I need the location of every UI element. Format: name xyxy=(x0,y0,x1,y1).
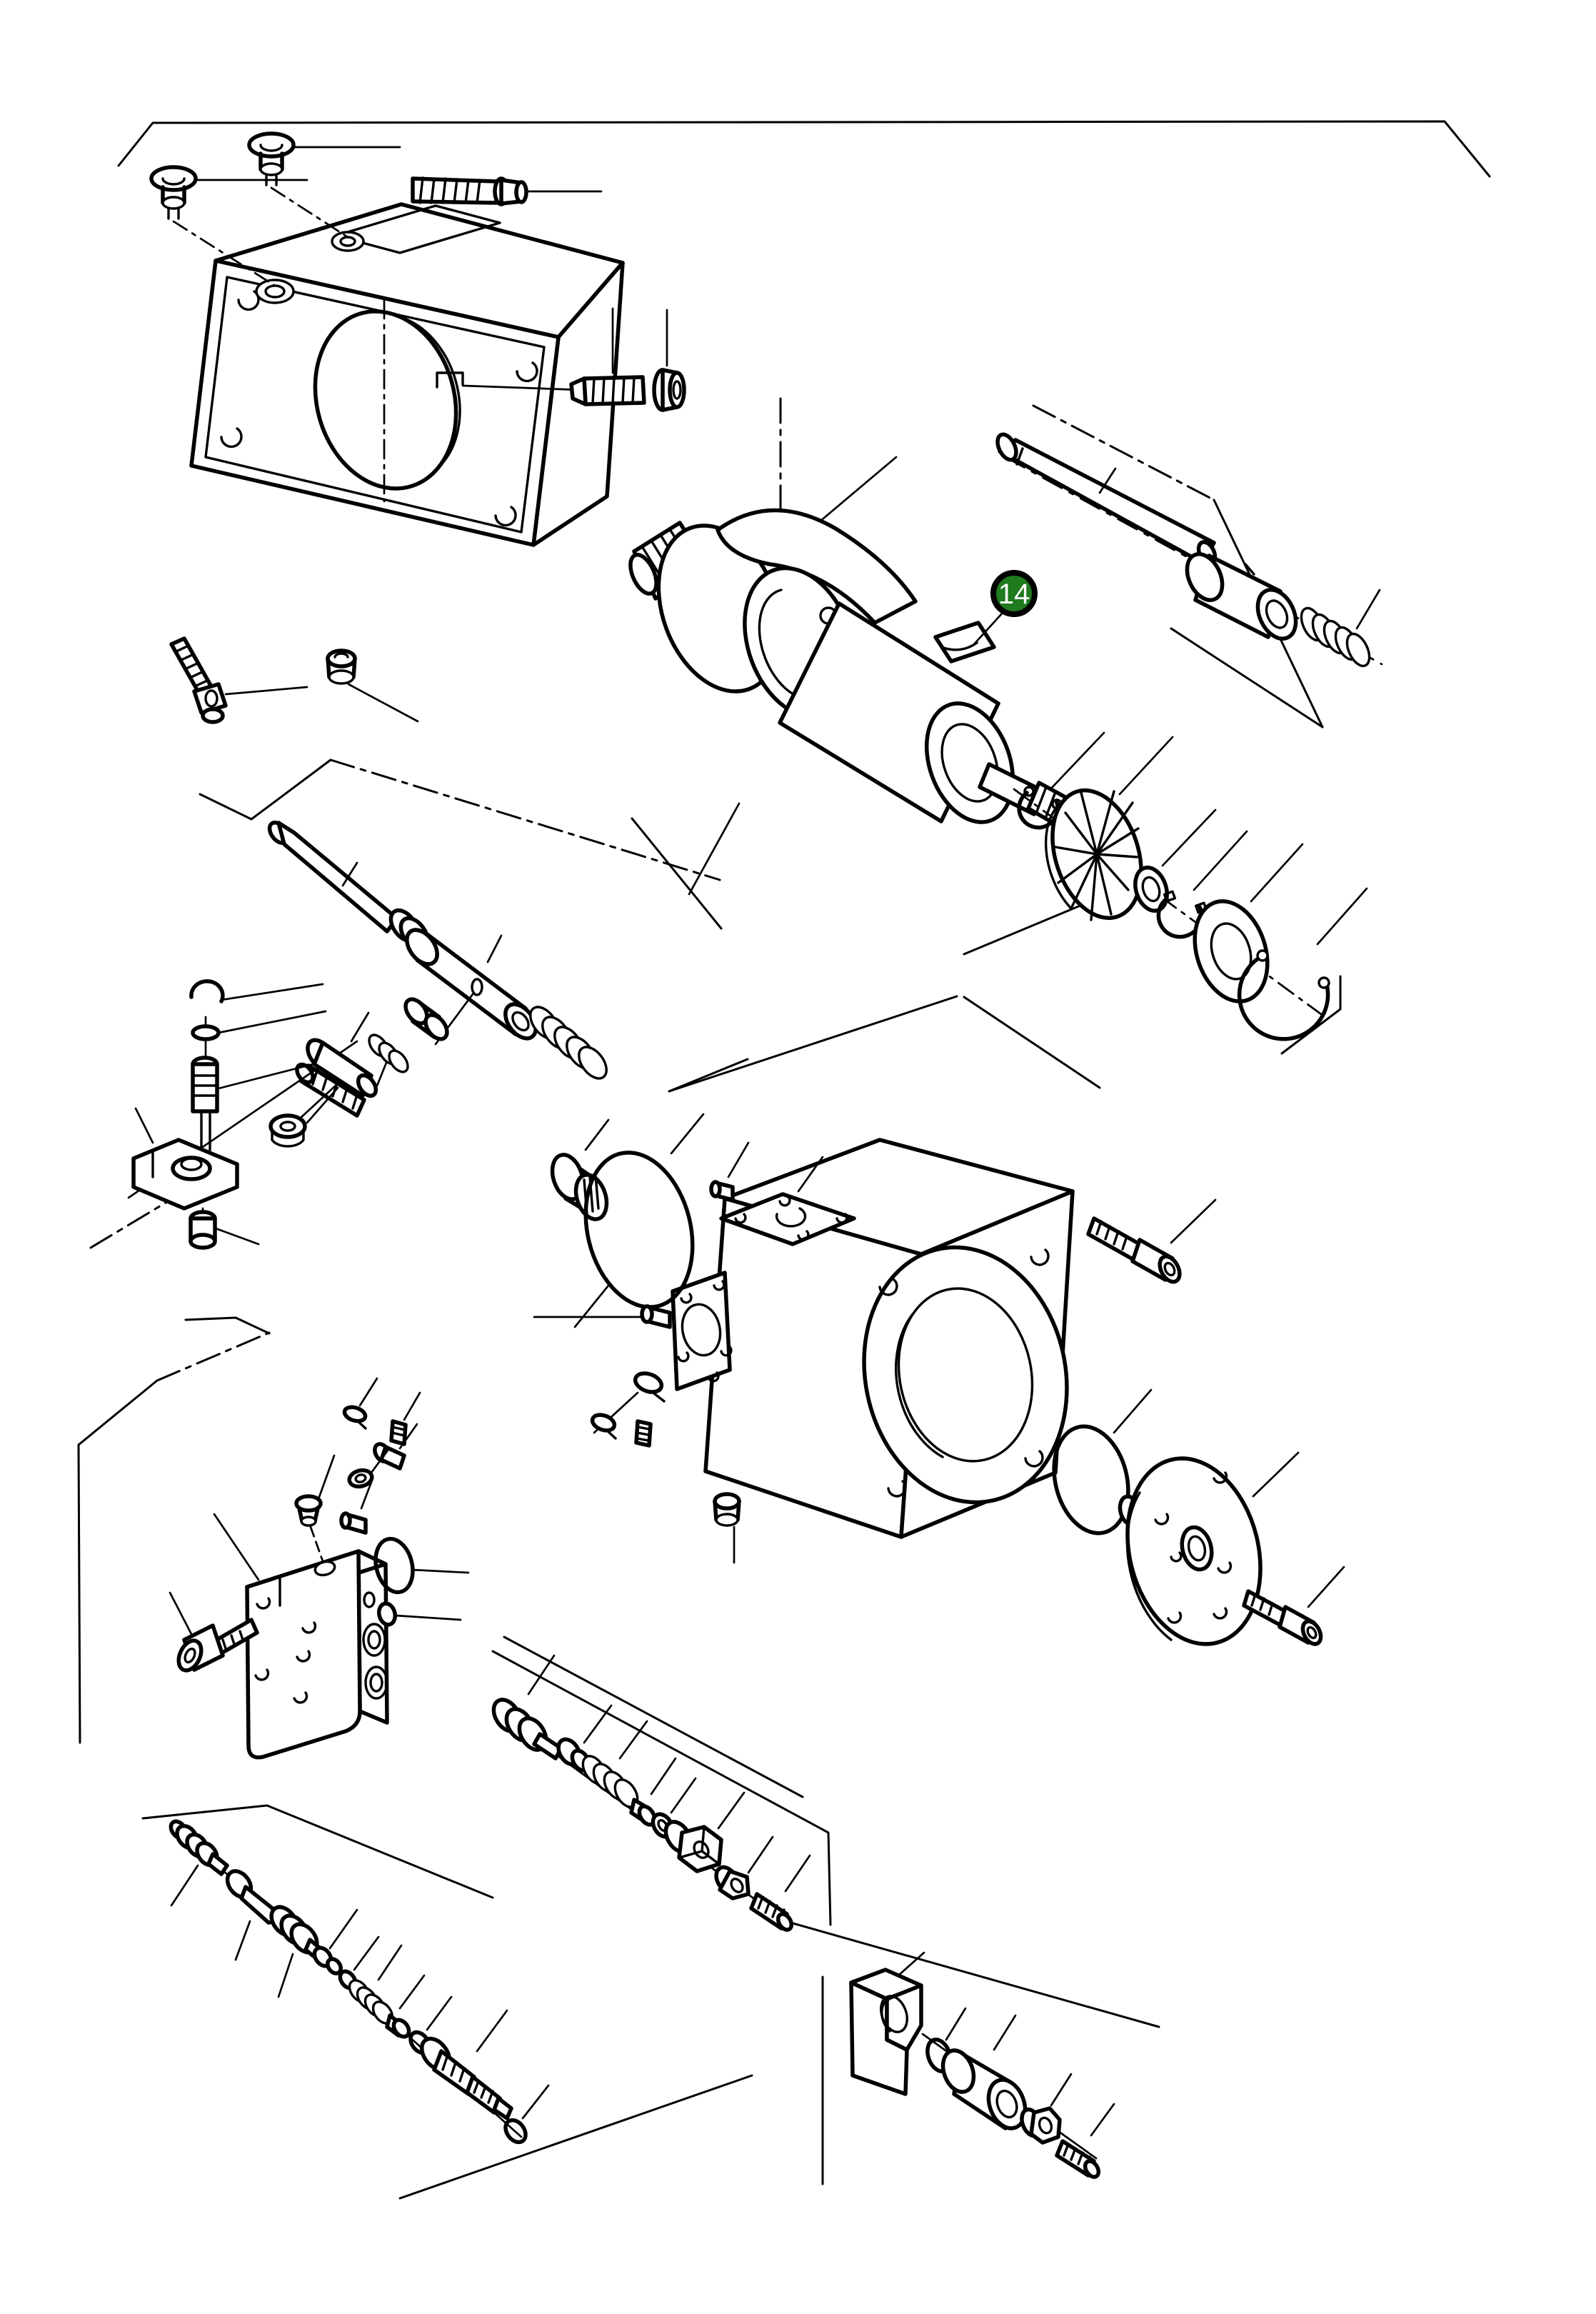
o-ring-large xyxy=(573,1113,705,1328)
lower-housing-top-face xyxy=(723,1138,1075,1256)
stopper-group xyxy=(849,1951,1115,2179)
cup-cylinder xyxy=(940,2014,1028,2130)
spring xyxy=(581,1720,648,1808)
step-fitting xyxy=(312,1908,358,1975)
long-bolt xyxy=(411,176,603,206)
spring xyxy=(348,1944,403,2025)
cartridge-valve xyxy=(419,2009,513,2120)
lever-plate xyxy=(131,1107,239,1211)
thrust-washer xyxy=(1193,843,1304,1003)
set-screw xyxy=(569,307,646,406)
hex-nut xyxy=(1020,2073,1073,2145)
washer-small xyxy=(268,1084,337,1148)
threaded-stud xyxy=(1055,2103,1115,2179)
shaft-rings-group xyxy=(1013,731,1368,1041)
servo-rod xyxy=(267,821,399,933)
flanged-nut xyxy=(652,309,686,412)
o-ring-end xyxy=(503,2084,550,2145)
top-gasket-plate xyxy=(719,1156,856,1246)
zone-boundaries xyxy=(77,120,1491,2200)
front-housing-group xyxy=(149,131,686,724)
callout-number: 14 xyxy=(998,578,1030,610)
socket-bolt xyxy=(1086,1198,1217,1284)
large-snap-ring xyxy=(1237,887,1368,1041)
hex-plug xyxy=(326,648,419,723)
block-washer xyxy=(376,1601,462,1627)
spool-small xyxy=(371,997,449,1098)
bottom-valve-chain xyxy=(169,1819,550,2145)
dowel-pin xyxy=(709,1141,750,1202)
block-plug-screw xyxy=(294,1454,336,1563)
e-clip xyxy=(189,979,324,1003)
needle-bearing xyxy=(550,1118,610,1221)
adjusting-screw xyxy=(169,636,308,724)
callout-circle[interactable] xyxy=(990,570,1038,617)
pilot-pin xyxy=(995,432,1218,566)
threaded-stud xyxy=(295,1062,366,1124)
coil-spring xyxy=(1300,588,1381,668)
rotary-group xyxy=(628,456,1102,896)
countersunk-screw xyxy=(247,131,401,239)
cover-screw xyxy=(1242,1566,1345,1646)
washer xyxy=(191,1010,327,1041)
stopper-bracket xyxy=(849,1951,925,2096)
servo-sleeve xyxy=(405,928,538,1046)
lock-nut xyxy=(714,1835,774,1900)
servo-piston-group xyxy=(267,821,608,1124)
poppet xyxy=(385,1974,426,2039)
cone-spring-stack xyxy=(1044,736,1174,921)
valve-block-group xyxy=(169,1377,470,1760)
lower-housing-group xyxy=(533,1113,1345,1646)
threaded-stud xyxy=(749,1854,811,1932)
spring-small xyxy=(368,1033,409,1073)
valve-block-front-face xyxy=(245,1549,362,1760)
relief-valve-chain xyxy=(491,1654,811,1932)
key-part xyxy=(933,621,996,663)
grooved-spool xyxy=(269,1905,329,1998)
housing-bore xyxy=(313,309,458,491)
ridged-pin xyxy=(169,1819,229,1907)
lever-group xyxy=(127,979,378,1250)
hex-plug-small xyxy=(713,1492,741,1564)
countersunk-screw xyxy=(149,165,308,287)
dowel-pin xyxy=(533,1304,672,1329)
port-plate xyxy=(671,1271,733,1391)
hex-plug xyxy=(663,1791,746,1873)
nut xyxy=(189,1210,260,1250)
drain-parts-cluster xyxy=(342,1377,421,1489)
block-bolt xyxy=(169,1591,259,1673)
sleeve xyxy=(1185,552,1298,641)
servo-spring xyxy=(529,1006,608,1080)
callout-14[interactable]: 14 xyxy=(973,570,1038,646)
pin-sleeve-spring-group xyxy=(995,432,1383,668)
block-pin xyxy=(339,1477,374,1535)
o-ring xyxy=(1052,1388,1153,1536)
spool-lever xyxy=(306,1011,378,1098)
block-o-ring xyxy=(373,1536,470,1595)
end-cover xyxy=(1125,1451,1300,1646)
housing-screws xyxy=(590,1371,666,1448)
spool xyxy=(491,1654,563,1760)
